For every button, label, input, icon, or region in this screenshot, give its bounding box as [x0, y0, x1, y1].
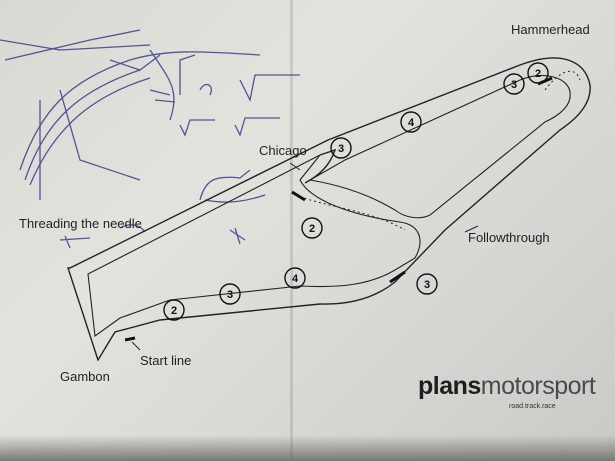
pen-scribbles — [0, 29, 300, 249]
gear-markers — [163, 62, 549, 321]
gear-marker-circle — [219, 283, 241, 305]
logo-word-light: motorsport — [480, 372, 596, 400]
gear-marker-circle — [330, 137, 352, 159]
gear-marker-circle — [416, 273, 438, 295]
gear-marker-circle — [284, 267, 306, 289]
gear-marker-circle — [527, 62, 549, 84]
corner-label-threading: Threading the needle — [19, 216, 142, 231]
gear-marker-numbers: 3 2 4 3 2 3 2 3 4 — [171, 68, 541, 317]
logo-word-bold: plans — [418, 372, 481, 400]
gear-number: 3 — [227, 289, 233, 301]
corner-label-hammerhead: Hammerhead — [511, 22, 590, 37]
gear-number: 2 — [535, 68, 541, 80]
gear-number: 4 — [408, 117, 415, 129]
gear-marker-circle — [301, 217, 323, 239]
gear-number: 3 — [424, 279, 430, 291]
gear-number: 2 — [309, 223, 315, 235]
corner-label-followthrough: Followthrough — [468, 230, 550, 245]
racing-line — [294, 70, 581, 231]
start-line-label: Start line — [140, 353, 192, 368]
logo-tagline: road.track.race — [509, 403, 556, 410]
label-arrows — [131, 162, 479, 351]
gear-marker-circle — [163, 299, 185, 321]
gear-number: 3 — [511, 79, 517, 91]
photo-shadow — [0, 435, 615, 461]
corner-label-gambon: Gambon — [60, 369, 110, 384]
paper-fold — [290, 0, 293, 461]
gear-number: 4 — [292, 273, 299, 285]
corner-label-chicago: Chicago — [259, 143, 307, 158]
gear-number: 2 — [171, 305, 177, 317]
track-outline — [67, 57, 591, 362]
gear-marker-circle — [503, 73, 525, 95]
gear-marker-circle — [400, 111, 422, 133]
gear-number: 3 — [338, 143, 344, 155]
brand-logo: plansmotorsport — [418, 372, 596, 401]
